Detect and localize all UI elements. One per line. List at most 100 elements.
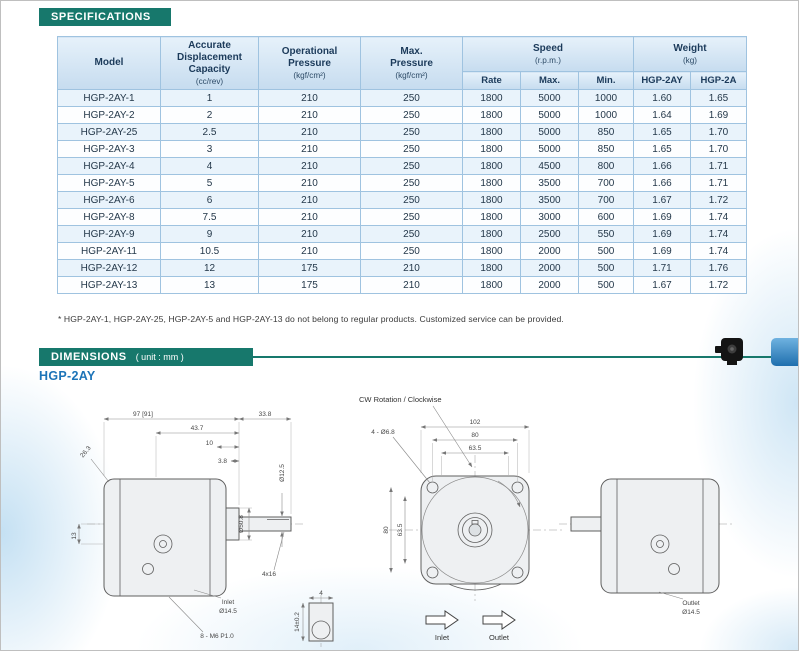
dim-port-spacing: 63.5 <box>469 445 482 452</box>
op_pressure-cell: 210 <box>258 89 361 107</box>
op_pressure-cell: 210 <box>258 123 361 141</box>
outlet-flow-label: Outlet <box>489 633 510 642</box>
op_pressure-cell: 210 <box>258 225 361 243</box>
th-weight: Weight (kg) <box>633 36 747 72</box>
max_pressure-cell: 250 <box>360 106 463 124</box>
weight_2a-cell: 1.71 <box>690 157 747 175</box>
specifications-table: Model Accurate Displacement Capacity (cc… <box>57 36 747 294</box>
side-port-dia: Ø14.5 <box>219 608 237 615</box>
weight_2a-cell: 1.74 <box>690 242 747 260</box>
th-speed-max: Max. <box>520 71 579 90</box>
th-model: Model <box>57 36 161 90</box>
th-weight-hgp2ay: HGP-2AY <box>633 71 691 90</box>
outlet-arrow <box>482 610 516 630</box>
op_pressure-cell: 210 <box>258 140 361 158</box>
op_pressure-cell: 210 <box>258 242 361 260</box>
weight_2a-cell: 1.70 <box>690 123 747 141</box>
series-label: HGP-2AY <box>39 369 96 383</box>
th-speed-rate: Rate <box>462 71 521 90</box>
rate-cell: 1800 <box>462 140 521 158</box>
max_pressure-cell: 250 <box>360 157 463 175</box>
rate-cell: 1800 <box>462 157 521 175</box>
capacity-cell: 13 <box>160 276 259 294</box>
max-cell: 3500 <box>520 174 579 192</box>
side-port-label: Inlet <box>222 599 234 606</box>
dim-rear-length: 43.7 <box>191 425 204 432</box>
table-footnote: * HGP-2AY-1, HGP-2AY-25, HGP-2AY-5 and H… <box>58 314 564 324</box>
rate-cell: 1800 <box>462 276 521 294</box>
max-cell: 3000 <box>520 208 579 226</box>
max-cell: 2500 <box>520 225 579 243</box>
dim-26-3: 26.3 <box>79 445 93 459</box>
max_pressure-cell: 250 <box>360 123 463 141</box>
inlet-arrow <box>425 610 459 630</box>
weight_2ay-cell: 1.65 <box>633 123 691 141</box>
weight_2a-cell: 1.76 <box>690 259 747 277</box>
min-cell: 850 <box>578 140 634 158</box>
max_pressure-cell: 250 <box>360 191 463 209</box>
max-cell: 4500 <box>520 157 579 175</box>
th-weight-hgp2a: HGP-2A <box>690 71 747 90</box>
capacity-cell: 4 <box>160 157 259 175</box>
weight_2ay-cell: 1.67 <box>633 191 691 209</box>
max_pressure-cell: 250 <box>360 140 463 158</box>
edge-accent-bar <box>771 338 798 366</box>
weight_2a-cell: 1.74 <box>690 208 747 226</box>
dim-bolt-spacing-v: 80 <box>383 526 390 534</box>
weight_2ay-cell: 1.71 <box>633 259 691 277</box>
header-row-1: Model Accurate Displacement Capacity (cc… <box>57 36 747 90</box>
max_pressure-cell: 250 <box>360 89 463 107</box>
capacity-cell: 6 <box>160 191 259 209</box>
model-cell: HGP-2AY-11 <box>57 242 161 260</box>
capacity-cell: 3 <box>160 140 259 158</box>
rear-port-label: Outlet <box>682 600 700 607</box>
rate-cell: 1800 <box>462 259 521 277</box>
weight_2ay-cell: 1.65 <box>633 140 691 158</box>
dim-10: 10 <box>206 440 214 447</box>
capacity-cell: 2.5 <box>160 123 259 141</box>
dim-key-size: 4x16 <box>262 571 276 578</box>
capacity-cell: 2 <box>160 106 259 124</box>
min-cell: 500 <box>578 276 634 294</box>
max-cell: 2000 <box>520 259 579 277</box>
cw-rotation-label: CW Rotation / Clockwise <box>359 395 442 404</box>
op_pressure-cell: 210 <box>258 106 361 124</box>
max-cell: 3500 <box>520 191 579 209</box>
dim-shaft-dia: Ø12.5 <box>279 464 286 482</box>
capacity-cell: 9 <box>160 225 259 243</box>
max_pressure-cell: 250 <box>360 225 463 243</box>
specifications-banner-label: SPECIFICATIONS <box>51 11 151 23</box>
model-cell: HGP-2AY-13 <box>57 276 161 294</box>
dim-3-8: 3.8 <box>218 458 227 465</box>
max_pressure-cell: 250 <box>360 208 463 226</box>
weight_2a-cell: 1.72 <box>690 191 747 209</box>
dimensions-banner-label: DIMENSIONS <box>51 351 127 363</box>
weight_2ay-cell: 1.69 <box>633 225 691 243</box>
rate-cell: 1800 <box>462 123 521 141</box>
dimensions-unit-label: ( unit : mm ) <box>135 352 184 362</box>
dim-bolt-holes: 4 - Ø6.8 <box>371 429 395 436</box>
min-cell: 700 <box>578 174 634 192</box>
rear-view-drawing: Outlet Ø14.5 <box>559 478 733 616</box>
min-cell: 1000 <box>578 89 634 107</box>
weight_2a-cell: 1.70 <box>690 140 747 158</box>
weight_2a-cell: 1.74 <box>690 225 747 243</box>
max_pressure-cell: 250 <box>360 174 463 192</box>
model-cell: HGP-2AY-6 <box>57 191 161 209</box>
min-cell: 600 <box>578 208 634 226</box>
weight_2a-cell: 1.71 <box>690 174 747 192</box>
max-cell: 5000 <box>520 89 579 107</box>
flow-arrows: Inlet Outlet <box>425 610 516 642</box>
min-cell: 550 <box>578 225 634 243</box>
weight_2ay-cell: 1.64 <box>633 106 691 124</box>
dim-13: 13 <box>71 532 78 540</box>
weight_2ay-cell: 1.67 <box>633 276 691 294</box>
model-cell: HGP-2AY-9 <box>57 225 161 243</box>
